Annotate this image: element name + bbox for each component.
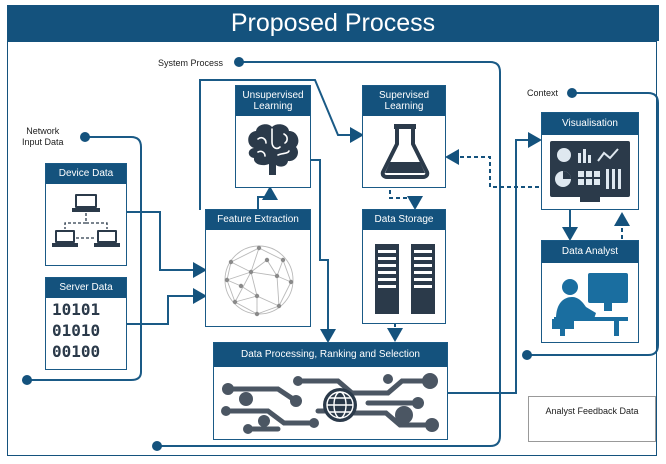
network-input-line2: Input Data: [22, 137, 64, 148]
context-dot: [567, 88, 577, 98]
data-analyst-title: Data Analyst: [542, 241, 638, 263]
visualisation-box: Visualisation: [541, 112, 639, 210]
page-title: Proposed Process: [7, 5, 659, 41]
feature-extraction-box: Feature Extraction: [205, 209, 311, 327]
supervised-learning-title: Supervised Learning: [363, 86, 445, 116]
system-process-dot: [234, 57, 244, 67]
data-storage-title: Data Storage: [363, 210, 445, 230]
binary-row-2: 01010: [52, 321, 101, 340]
flask-icon: [380, 124, 430, 179]
server-rack-icon: [375, 244, 435, 314]
dashboard-monitor-icon: [550, 141, 630, 202]
unsupervised-title-line1: Unsupervised: [242, 89, 304, 101]
unsupervised-title-line2: Learning: [253, 101, 293, 112]
network-input-end-dot: [22, 375, 32, 385]
analyst-at-desk-icon: [552, 273, 628, 336]
system-process-end-dot: [152, 441, 162, 451]
visualisation-title: Visualisation: [542, 113, 638, 135]
feature-extraction-title: Feature Extraction: [206, 210, 310, 230]
server-data-title: Server Data: [46, 278, 126, 298]
context-label: Context: [527, 88, 559, 98]
device-data-box: Device Data: [45, 163, 127, 266]
data-storage-box: Data Storage: [362, 209, 446, 324]
supervised-learning-box: Supervised Learning: [362, 85, 446, 188]
brain-icon: [248, 124, 299, 175]
unsupervised-to-processing-line: [310, 159, 336, 343]
supervised-to-storage-line: [389, 190, 423, 210]
unsupervised-learning-title: Unsupervised Learning: [236, 86, 310, 116]
context-loop: [527, 92, 659, 356]
network-input-line1: Network: [26, 126, 60, 136]
device-data-title: Device Data: [46, 164, 126, 184]
system-process-label: System Process: [158, 58, 224, 68]
data-network-graphic: [221, 373, 439, 434]
system-process-loop: [158, 61, 501, 447]
data-processing-title: Data Processing, Ranking and Selection: [214, 343, 447, 367]
binary-row-1: 10101: [52, 300, 101, 319]
network-computers-icon: [52, 194, 120, 247]
network-sphere-icon: [224, 245, 294, 317]
process-frame: [7, 41, 657, 456]
supervised-title-line2: Learning: [384, 101, 424, 112]
network-input-dot: [80, 132, 90, 142]
server-data-box: Server Data: [45, 277, 127, 370]
processing-to-visualisation-line: [448, 132, 542, 394]
feature-to-supervised-line: [199, 79, 364, 210]
data-analyst-box: Data Analyst: [541, 240, 639, 343]
unsupervised-learning-box: Unsupervised Learning: [235, 85, 311, 188]
legend-box: Analyst Feedback Data: [528, 396, 656, 442]
device-to-feature-line: [126, 211, 207, 278]
binary-data-graphic: 10101 01010 00100: [52, 299, 127, 362]
supervised-title-line1: Supervised: [378, 89, 430, 101]
feature-to-unsupervised-line: [257, 186, 278, 210]
binary-row-3: 00100: [52, 342, 101, 361]
network-input-label: Network Input Data: [22, 126, 64, 149]
legend-label: Analyst Feedback Data: [545, 406, 639, 416]
context-end-dot: [522, 350, 532, 360]
network-input-loop: [28, 136, 142, 381]
server-to-feature-line: [126, 288, 207, 325]
data-processing-box: Data Processing, Ranking and Selection: [213, 342, 448, 440]
